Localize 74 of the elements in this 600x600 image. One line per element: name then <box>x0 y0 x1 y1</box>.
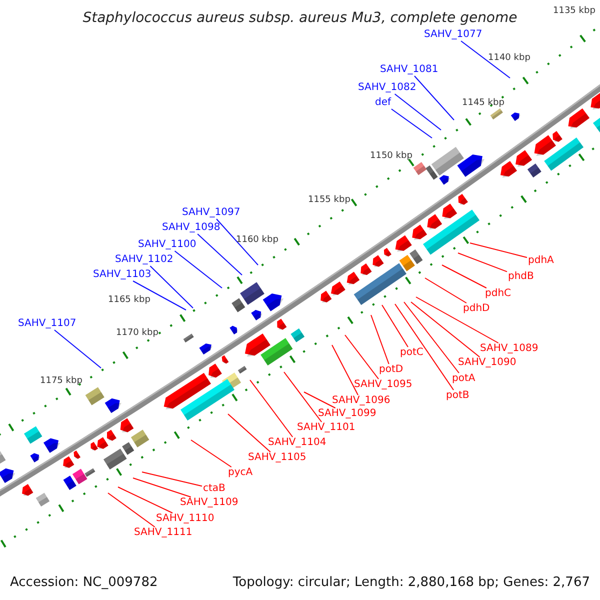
scale-label: 1155 kbp <box>308 196 350 205</box>
scale-label: 1135 kbp <box>553 7 596 16</box>
gene-label: SAHV_1099 <box>318 409 376 419</box>
gene-label: ctaB <box>203 484 226 494</box>
gene-label: SAHV_1096 <box>332 396 390 406</box>
leader-line <box>174 250 222 288</box>
leader-line <box>108 492 156 528</box>
leader-line <box>284 372 322 422</box>
leader-line <box>250 380 294 438</box>
gene-label: pycA <box>228 468 253 478</box>
gene-label: SAHV_1081 <box>380 65 438 75</box>
scale-label: 1140 kbp <box>488 54 530 63</box>
leader-line <box>132 280 186 310</box>
leader-line <box>142 472 202 487</box>
leader-line <box>370 314 390 364</box>
leader-line <box>118 486 174 514</box>
footer-text: Accession: NC_009782 <box>10 576 158 589</box>
leader-line <box>442 264 487 288</box>
gene-label: potD <box>379 365 404 375</box>
leader-line <box>394 304 454 390</box>
leader-line <box>304 392 336 408</box>
gene-label: SAHV_1105 <box>248 453 306 463</box>
scale-label: 1165 kbp <box>108 296 150 305</box>
leader-line <box>190 440 232 468</box>
leader-line <box>228 414 271 452</box>
scale-label: 1145 kbp <box>462 99 504 108</box>
scale-label: 1160 kbp <box>236 236 278 245</box>
gene-label: SAHV_1109 <box>180 498 238 508</box>
gene-label: SAHV_1103 <box>93 270 152 280</box>
gene-label: SAHV_1104 <box>268 438 326 448</box>
leader-line <box>394 94 442 130</box>
scale-label: 1175 kbp <box>40 377 82 386</box>
gene-label: def <box>375 98 392 108</box>
gene-label: pdhC <box>485 289 512 299</box>
leader-line <box>132 478 192 498</box>
scale-label: 1170 kbp <box>116 329 158 338</box>
leader-line <box>216 218 258 266</box>
gene-label: SAHV_1111 <box>134 528 192 538</box>
leader-line <box>410 302 480 358</box>
gene-label: SAHV_1098 <box>162 223 220 233</box>
leader-line <box>382 304 408 348</box>
footer-text: Topology: circular; Length: 2,880,168 bp; Genes: 2,767 <box>232 576 590 589</box>
title: Staphylococcus aureus subsp. aureus Mu3, complete genome <box>82 11 518 25</box>
gene-label: SAHV_1101 <box>297 423 356 433</box>
gene-label: SAHV_1110 <box>156 514 214 524</box>
leader-line <box>416 296 499 344</box>
gene-label: phdB <box>508 272 534 282</box>
leader-line <box>332 344 358 396</box>
scale-label: 1150 kbp <box>370 152 412 161</box>
leader-line <box>390 108 432 138</box>
gene-label: SAHV_1077 <box>424 30 482 40</box>
leader-line <box>460 40 510 78</box>
leader-line <box>470 242 528 258</box>
leader-line <box>404 302 460 374</box>
leader-line <box>414 76 454 120</box>
leader-line <box>458 252 508 272</box>
gene-label: SAHV_1095 <box>354 380 412 390</box>
gene-label: potC <box>400 348 424 358</box>
leader-line <box>424 278 467 304</box>
gene-label: potA <box>452 374 476 384</box>
gene-label: pdhD <box>463 304 490 314</box>
gene-label: SAHV_1107 <box>18 319 76 329</box>
gene-label: potB <box>446 391 470 401</box>
gene-label: SAHV_1082 <box>358 83 416 93</box>
leader-line <box>197 234 242 276</box>
gene-label: pdhA <box>528 256 554 266</box>
gene-label: SAHV_1090 <box>458 358 516 368</box>
gene-label: SAHV_1100 <box>138 240 196 250</box>
gene-label: SAHV_1097 <box>182 208 240 218</box>
gene-label: SAHV_1089 <box>480 344 538 354</box>
gene-label: SAHV_1102 <box>115 255 174 265</box>
leader-line <box>150 266 194 308</box>
leader-line <box>344 334 380 380</box>
leader-line <box>54 330 102 368</box>
